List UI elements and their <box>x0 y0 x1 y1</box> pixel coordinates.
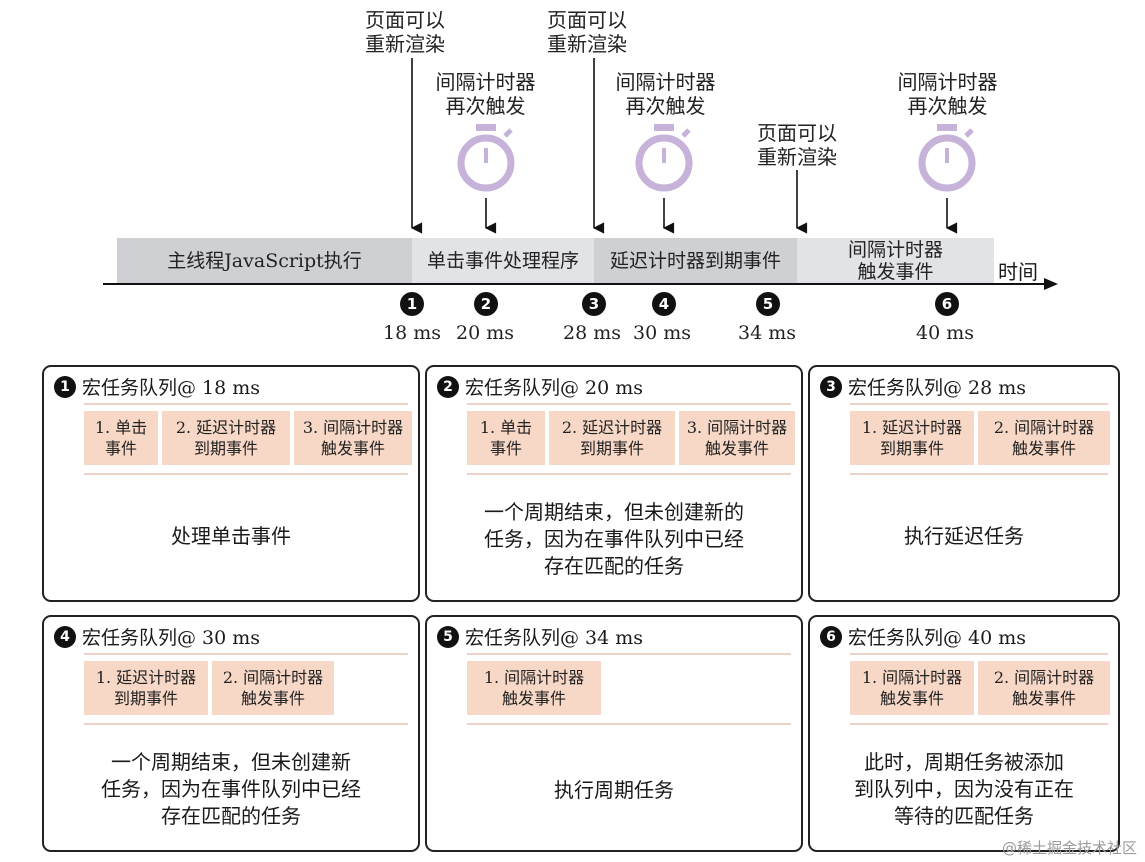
panel-header: 2 宏任务队列@ 20 ms <box>437 373 643 400</box>
marker-time: 20 ms <box>456 322 514 344</box>
queue-item: 1. 单击 事件 <box>467 411 545 465</box>
marker-time: 28 ms <box>563 322 621 344</box>
interval-label-1: 间隔计时器 再次触发 <box>435 70 536 118</box>
marker-badge: 6 <box>935 292 959 316</box>
segment-interval: 间隔计时器 触发事件 <box>797 238 994 284</box>
panel-badge: 6 <box>820 625 842 648</box>
interval-label-3: 间隔计时器 再次触发 <box>897 70 998 118</box>
panel-header: 6 宏任务队列@ 40 ms <box>820 623 1026 650</box>
watermark: @稀土掘金技术社区 <box>1001 839 1137 857</box>
divider <box>467 653 791 655</box>
divider <box>467 723 791 725</box>
segment-main-js: 主线程JavaScript执行 <box>117 238 412 284</box>
marker-badge: 2 <box>474 292 498 316</box>
panel-badge: 2 <box>437 375 459 398</box>
divider <box>84 653 408 655</box>
panel-description: 执行延迟任务 <box>904 524 1024 548</box>
segment-click-handler: 单击事件处理程序 <box>412 238 594 284</box>
queue-panel-3: 3 宏任务队列@ 28 ms 1. 延迟计时器 到期事件 2. 间隔计时器 触发事… <box>808 365 1120 602</box>
divider <box>84 723 408 725</box>
rerender-label-1: 页面可以 重新渲染 <box>365 8 445 56</box>
timeline-arrows <box>410 58 976 234</box>
panel-title: 宏任务队列@ 20 ms <box>465 377 644 399</box>
queue-item: 2. 延迟计时器 到期事件 <box>549 411 675 465</box>
segment-label: 延迟计时器到期事件 <box>609 250 781 272</box>
panel-description: 此时，周期任务被添加 到队列中，因为没有正在 等待的匹配任务 <box>854 750 1074 828</box>
segment-timeout: 延迟计时器到期事件 <box>594 238 797 284</box>
queue-item: 1. 间隔计时器 触发事件 <box>467 661 601 715</box>
panel-header: 5 宏任务队列@ 34 ms <box>437 623 643 650</box>
panel-badge: 4 <box>54 625 76 648</box>
divider <box>850 723 1108 725</box>
marker-badge: 3 <box>582 292 606 316</box>
panel-header: 1 宏任务队列@ 18 ms <box>54 373 260 400</box>
queue-panel-4: 4 宏任务队列@ 30 ms 1. 延迟计时器 到期事件 2. 间隔计时器 触发事… <box>42 615 420 852</box>
divider <box>850 473 1108 475</box>
queue-panel-6: 6 宏任务队列@ 40 ms 1. 间隔计时器 触发事件 2. 间隔计时器 触发事… <box>808 615 1120 852</box>
divider <box>84 403 408 405</box>
marker-time: 34 ms <box>738 322 796 344</box>
queue-panel-5: 5 宏任务队列@ 34 ms 1. 间隔计时器 触发事件 执行周期任务 <box>425 615 803 852</box>
stopwatch-icon <box>635 124 693 192</box>
time-axis-label: 时间 <box>998 260 1038 284</box>
panel-title: 宏任务队列@ 30 ms <box>82 627 261 649</box>
queue-item: 3. 间隔计时器 触发事件 <box>294 411 412 465</box>
panel-header: 4 宏任务队列@ 30 ms <box>54 623 260 650</box>
queue-panel-2: 2 宏任务队列@ 20 ms 1. 单击 事件 2. 延迟计时器 到期事件 3. … <box>425 365 803 602</box>
divider <box>850 403 1108 405</box>
marker-badge: 5 <box>756 292 780 316</box>
queue-item: 2. 间隔计时器 触发事件 <box>978 411 1110 465</box>
marker-badge: 4 <box>652 292 676 316</box>
interval-label-2: 间隔计时器 再次触发 <box>615 70 716 118</box>
queue-item: 2. 间隔计时器 触发事件 <box>212 661 334 715</box>
stopwatch-icon <box>457 124 515 192</box>
queue-item: 1. 单击 事件 <box>84 411 158 465</box>
panel-title: 宏任务队列@ 18 ms <box>82 377 261 399</box>
panel-badge: 1 <box>54 375 76 398</box>
queue-item: 2. 间隔计时器 触发事件 <box>978 661 1110 715</box>
segment-label: 间隔计时器 触发事件 <box>847 239 943 283</box>
segment-label: 单击事件处理程序 <box>426 250 579 272</box>
queue-item: 1. 延迟计时器 到期事件 <box>850 411 974 465</box>
panel-title: 宏任务队列@ 28 ms <box>848 377 1027 399</box>
panel-header: 3 宏任务队列@ 28 ms <box>820 373 1026 400</box>
panel-description: 处理单击事件 <box>171 524 291 548</box>
queue-panel-1: 1 宏任务队列@ 18 ms 1. 单击 事件 2. 延迟计时器 到期事件 3. … <box>42 365 420 602</box>
divider <box>850 653 1108 655</box>
marker-time: 18 ms <box>383 322 441 344</box>
panel-title: 宏任务队列@ 40 ms <box>848 627 1027 649</box>
rerender-label-2: 页面可以 重新渲染 <box>547 8 627 56</box>
queue-item: 1. 间隔计时器 触发事件 <box>850 661 974 715</box>
divider <box>467 403 791 405</box>
marker-badge: 1 <box>400 292 424 316</box>
queue-item: 2. 延迟计时器 到期事件 <box>162 411 290 465</box>
stopwatch-icon <box>918 124 976 192</box>
panel-description: 执行周期任务 <box>554 778 674 802</box>
queue-item: 1. 延迟计时器 到期事件 <box>84 661 208 715</box>
rerender-label-3: 页面可以 重新渲染 <box>757 121 837 169</box>
panel-description: 一个周期结束，但未创建新的 任务，因为在事件队列中已经 存在匹配的任务 <box>484 500 744 578</box>
time-axis <box>103 278 1058 290</box>
panel-title: 宏任务队列@ 34 ms <box>465 627 644 649</box>
panel-badge: 3 <box>820 375 842 398</box>
divider <box>467 473 791 475</box>
panel-description: 一个周期结束，但未创建新 任务，因为在事件队列中已经 存在匹配的任务 <box>101 750 361 828</box>
panel-badge: 5 <box>437 625 459 648</box>
divider <box>84 473 408 475</box>
marker-time: 30 ms <box>633 322 691 344</box>
queue-item: 3. 间隔计时器 触发事件 <box>679 411 795 465</box>
marker-time: 40 ms <box>916 322 974 344</box>
segment-label: 主线程JavaScript执行 <box>167 250 362 272</box>
